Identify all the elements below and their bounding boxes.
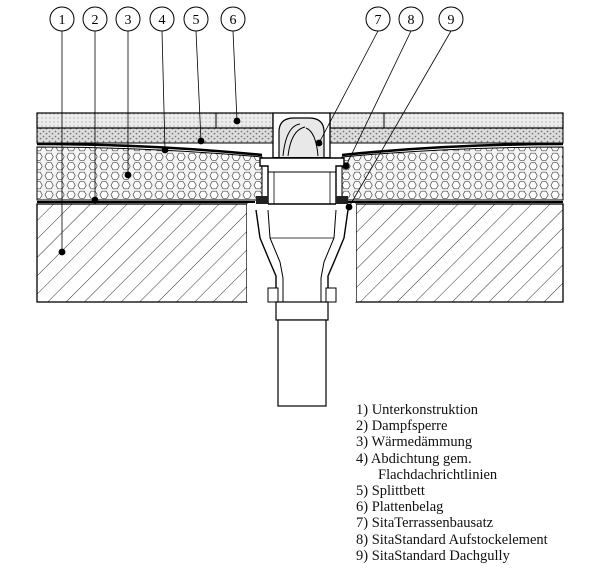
callout-2: 2 xyxy=(82,6,108,32)
waterproofing-membrane xyxy=(36,142,564,157)
legend-item-9: 9) SitaStandard Dachgully xyxy=(356,547,510,564)
legend-item-4: 4) Abdichtung gem. xyxy=(356,450,472,467)
callout-2-label: 2 xyxy=(92,13,99,28)
callout-4-label: 4 xyxy=(159,13,166,28)
callout-9-label: 9 xyxy=(448,13,455,28)
legend-item-2: 2) Dampfsperre xyxy=(356,418,448,435)
callout-7-label: 7 xyxy=(375,13,382,28)
callout-7: 7 xyxy=(365,6,391,32)
terrace-kit-grate xyxy=(272,112,331,159)
callout-6-label: 6 xyxy=(230,13,237,28)
legend-item-3: 3) Wärmedämmung xyxy=(356,434,473,451)
legend-item-7: 7) SitaTerrassenbausatz xyxy=(356,515,494,532)
legend-item-6: 6) Plattenbelag xyxy=(356,499,444,516)
callout-1: 1 xyxy=(49,6,75,32)
callout-4: 4 xyxy=(149,6,175,32)
callout-8: 8 xyxy=(398,6,424,32)
extension-element xyxy=(256,157,348,210)
legend-item-4-continued: Flachdachrichtlinien xyxy=(378,466,498,483)
leader-dots xyxy=(58,117,353,256)
leader-lines xyxy=(61,30,452,252)
callout-3-label: 3 xyxy=(125,13,132,28)
legend-item-8: 8) SitaStandard Aufstockelement xyxy=(356,531,548,548)
legend: 1) Unterkonstruktion 2) Dampfsperre 3) W… xyxy=(356,402,548,564)
legend-item-1: 1) Unterkonstruktion xyxy=(356,402,479,418)
callout-1-label: 1 xyxy=(59,13,66,28)
callout-3: 3 xyxy=(115,6,141,32)
callout-5: 5 xyxy=(183,6,209,32)
legend-item-5: 5) Splittbett xyxy=(356,483,425,500)
callout-8-label: 8 xyxy=(408,13,415,28)
drain-pipe xyxy=(275,301,329,407)
roof-drain-body xyxy=(247,204,356,303)
callout-9: 9 xyxy=(438,6,464,32)
callout-6: 6 xyxy=(220,6,246,32)
callout-5-label: 5 xyxy=(193,13,200,28)
thermal-insulation xyxy=(36,146,564,201)
concrete-slab xyxy=(36,203,564,303)
